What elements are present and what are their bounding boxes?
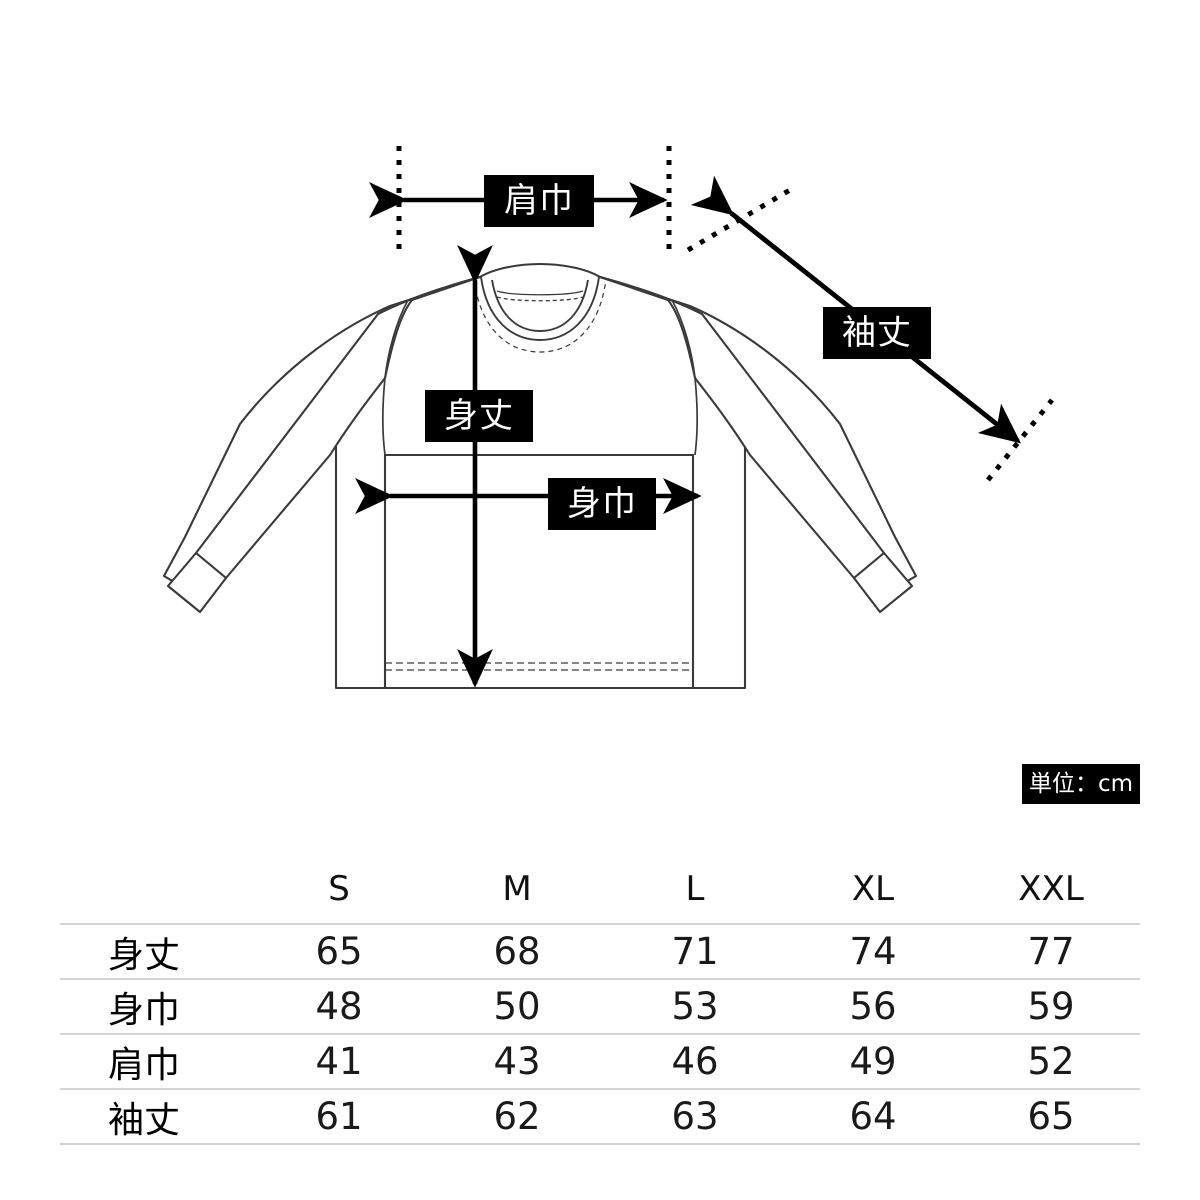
row-label-body-length: 身丈 [107, 934, 180, 976]
label-body-width: 身巾 [548, 478, 656, 530]
table-row: 身丈 65 68 71 74 77 [60, 924, 1140, 979]
row-label-shoulder-width: 肩巾 [107, 1044, 180, 1086]
cell-sleeve-length-l: 63 [671, 1095, 719, 1138]
garment-illustration-svg [162, 146, 1054, 690]
cell-body-length-s: 65 [315, 930, 363, 973]
label-sleeve-length: 袖丈 [823, 307, 931, 359]
cell-shoulder-width-l: 46 [671, 1040, 719, 1083]
row-label-sleeve-length: 袖丈 [107, 1099, 180, 1141]
size-table-header-row: S M L XL XXL [60, 862, 1140, 924]
cell-sleeve-length-xl: 64 [849, 1095, 897, 1138]
size-table: S M L XL XXL 身丈 65 68 71 74 77 身巾 48 50 … [60, 862, 1140, 1145]
shoulder-width-guides [396, 146, 672, 250]
unit-badge: 単位：cm [1022, 764, 1140, 804]
cell-sleeve-length-s: 61 [315, 1095, 363, 1138]
cell-body-length-m: 68 [493, 930, 541, 973]
cell-body-width-xxl: 59 [1027, 985, 1075, 1028]
table-row: 肩巾 41 43 46 49 52 [60, 1034, 1140, 1089]
table-row: 袖丈 61 62 63 64 65 [60, 1089, 1140, 1144]
cell-body-width-m: 50 [493, 985, 541, 1028]
size-table-body: 身丈 65 68 71 74 77 身巾 48 50 53 56 59 肩巾 4… [60, 924, 1140, 1144]
header-size-m: M [502, 868, 532, 909]
cell-body-length-xxl: 77 [1027, 930, 1075, 973]
collar [473, 276, 607, 353]
header-corner [60, 862, 250, 924]
cell-body-width-s: 48 [315, 985, 363, 1028]
cell-shoulder-width-xl: 49 [849, 1040, 897, 1083]
row-label-body-width: 身巾 [107, 989, 180, 1031]
cell-sleeve-length-xxl: 65 [1027, 1095, 1075, 1138]
header-size-xl: XL [851, 868, 895, 909]
cell-body-length-xl: 74 [849, 930, 897, 973]
cell-sleeve-length-m: 62 [493, 1095, 541, 1138]
cell-shoulder-width-xxl: 52 [1027, 1040, 1075, 1083]
cell-body-width-xl: 56 [849, 985, 897, 1028]
table-row: 身巾 48 50 53 56 59 [60, 979, 1140, 1034]
label-body-length: 身丈 [425, 390, 533, 442]
garment-diagram: 肩巾 袖丈 身丈 身巾 単位：cm [162, 146, 1140, 804]
cell-body-length-l: 71 [671, 930, 719, 973]
size-table-head: S M L XL XXL [60, 862, 1140, 924]
label-shoulder-width: 肩巾 [484, 175, 594, 227]
header-size-l: L [685, 868, 705, 909]
cell-shoulder-width-s: 41 [315, 1040, 363, 1083]
header-size-s: S [328, 868, 350, 909]
header-size-xxl: XXL [1018, 868, 1084, 909]
cell-body-width-l: 53 [671, 985, 719, 1028]
hem-stitching [385, 662, 693, 671]
cell-shoulder-width-m: 43 [493, 1040, 541, 1083]
